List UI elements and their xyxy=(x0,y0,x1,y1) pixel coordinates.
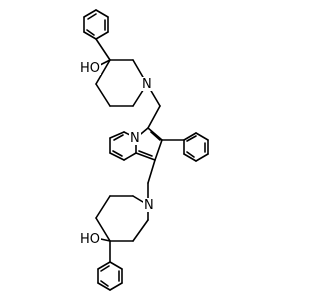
bottom-phenyl-ring xyxy=(97,240,123,291)
atom-label-n-bottom: N xyxy=(144,198,154,213)
top-methylene-bond-2 xyxy=(147,105,161,129)
atom-labels: HO N N N HO xyxy=(79,59,155,247)
top-phenyl-ring xyxy=(83,9,109,40)
bottom-methylene-bond xyxy=(147,159,156,184)
atom-label-n-indolizine: N xyxy=(130,131,140,146)
bottom-piperidine-ring xyxy=(95,195,149,242)
right-phenyl-ring xyxy=(161,132,209,162)
indolizine-pyridine-ring xyxy=(109,131,137,161)
chemical-structure-diagram: HO N N N HO xyxy=(79,9,209,291)
atom-label-n-top: N xyxy=(142,77,152,92)
atom-label-ho-top: HO xyxy=(80,61,100,76)
indolizine-pyrrole-ring xyxy=(135,127,163,161)
atom-label-ho-bottom: HO xyxy=(80,232,100,247)
top-piperidine-ring xyxy=(95,38,148,107)
